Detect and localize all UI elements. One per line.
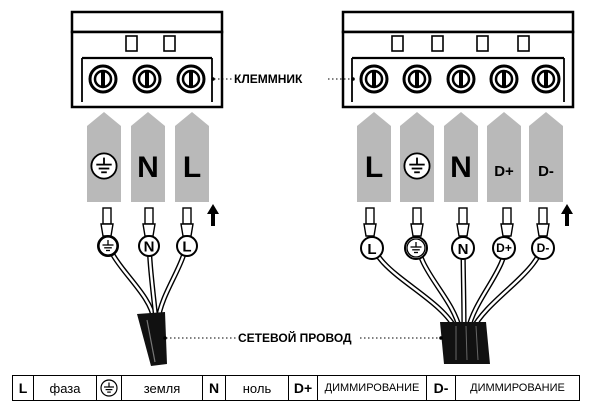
wire-label-d-plus: D+ <box>496 241 512 255</box>
right-wire-ends <box>363 207 550 237</box>
screw-icon <box>132 64 162 94</box>
screw-icon <box>489 64 519 94</box>
legend-bar: L фаза земля N ноль D+ ДИММИРОВАНИЕ D- Д… <box>12 375 580 401</box>
screw-icon <box>531 64 561 94</box>
wire-label-n: N <box>458 241 469 258</box>
left-cable-jacket <box>137 312 167 366</box>
left-wire-markers: N L <box>97 235 198 257</box>
terminal-label-l: L <box>365 151 383 184</box>
wire-label-n: N <box>144 239 155 256</box>
left-terminal-labels: N L <box>90 151 201 184</box>
terminal-label-d-minus: D- <box>538 163 554 180</box>
terminal-label-n: N <box>450 151 472 184</box>
insert-arrow-icon <box>207 204 219 226</box>
right-terminal-block <box>341 10 575 109</box>
left-wire-ends <box>100 207 194 237</box>
wire-label-d-minus: D- <box>537 241 550 255</box>
right-terminal-labels: L N D+ D- <box>365 151 554 184</box>
legend-desc-neutral: ноль <box>226 376 289 400</box>
ground-icon <box>406 238 426 258</box>
legend-symbol-d-minus: D- <box>427 376 456 400</box>
legend-desc-phase: фаза <box>34 376 97 400</box>
terminal-label-n: N <box>137 151 159 184</box>
screw-icon <box>446 64 476 94</box>
ground-icon <box>98 236 118 256</box>
screw-icon <box>402 64 432 94</box>
terminal-block-label: КЛЕММНИК <box>234 72 303 86</box>
terminal-label-d-plus: D+ <box>494 163 514 180</box>
ground-icon <box>90 152 118 180</box>
cable-label: СЕТЕВОЙ ПРОВОД <box>238 330 352 345</box>
legend-desc-dimming-plus: ДИММИРОВАНИЕ <box>318 376 427 400</box>
ground-icon <box>100 379 118 397</box>
screw-icon <box>359 64 389 94</box>
legend-symbol-d-plus: D+ <box>289 376 318 400</box>
screw-icon <box>88 64 118 94</box>
legend-symbol-ground <box>97 376 122 400</box>
right-wire-markers: L N D+ D- <box>360 236 555 260</box>
ground-icon <box>403 152 431 180</box>
wire-label-l: L <box>367 241 376 258</box>
terminal-label-l: L <box>183 151 201 184</box>
legend-symbol-n: N <box>203 376 226 400</box>
right-cable-jacket <box>440 322 490 364</box>
legend-symbol-l: L <box>13 376 34 400</box>
wire-label-l: L <box>182 239 191 256</box>
left-terminal-block <box>70 10 224 109</box>
insert-arrow-icon <box>561 204 573 226</box>
legend-desc-ground: земля <box>122 376 203 400</box>
screw-icon <box>176 64 206 94</box>
legend-desc-dimming-minus: ДИММИРОВАНИЕ <box>470 382 565 394</box>
